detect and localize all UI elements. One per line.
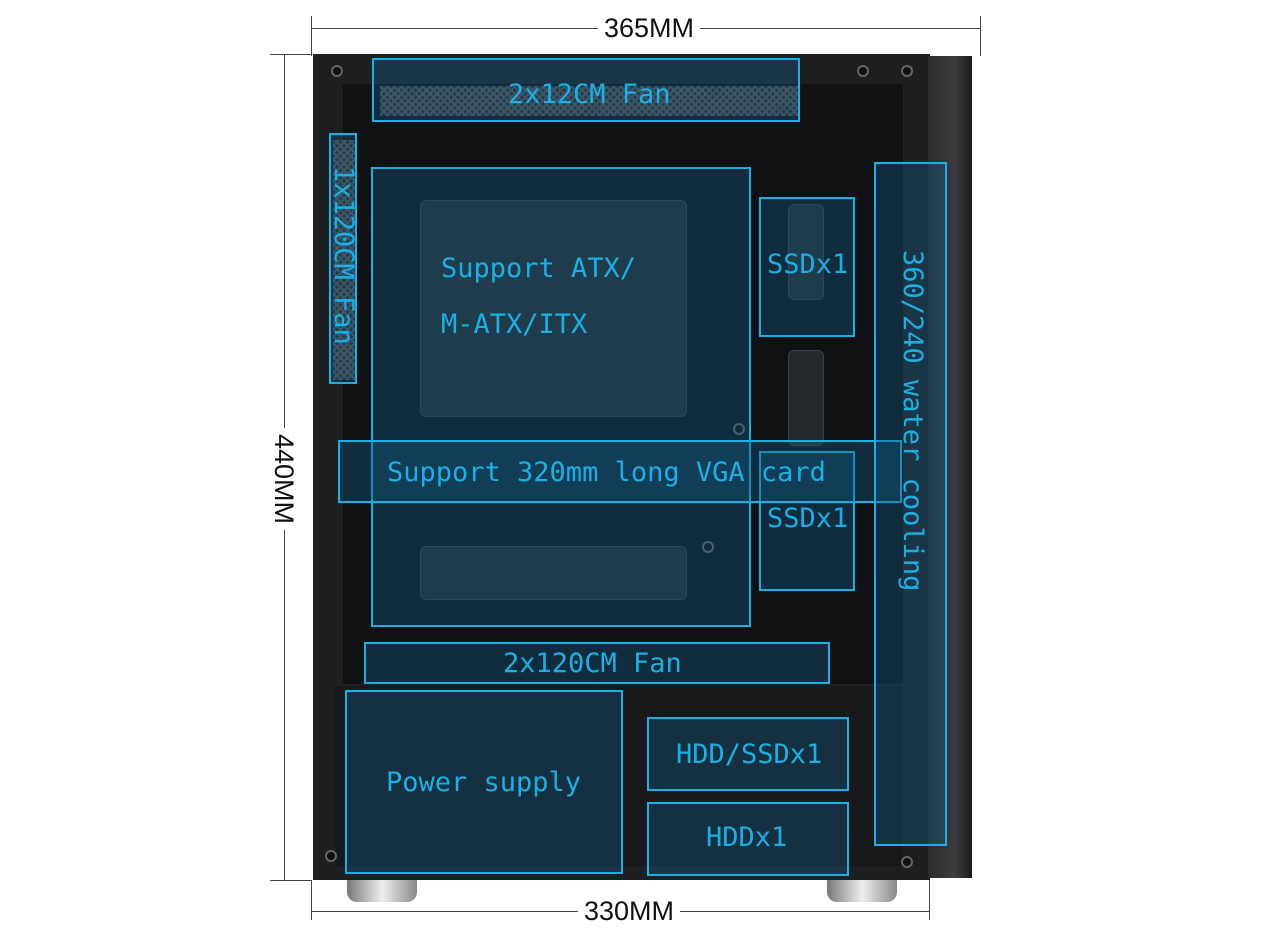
psu-shroud xyxy=(335,686,903,866)
screw-icon xyxy=(733,423,745,435)
lower-cutout xyxy=(420,546,687,600)
ssd-top-box xyxy=(759,197,855,337)
power-supply-box xyxy=(345,690,623,874)
hdd-ssd-box xyxy=(647,717,849,791)
power-supply-label: Power supply xyxy=(386,767,582,798)
motherboard-label-line1: Support ATX/ xyxy=(441,253,637,284)
case-foot-right xyxy=(827,880,897,902)
hdd-label: HDDx1 xyxy=(706,822,788,853)
motherboard-cutout xyxy=(420,200,687,417)
vga-label: Support 320mm long VGA card xyxy=(387,457,826,488)
dimension-side-label: 440MM xyxy=(267,428,301,531)
screw-icon xyxy=(901,65,913,77)
top-fan-box xyxy=(372,58,800,122)
top-mesh xyxy=(380,86,798,116)
hdd-box xyxy=(647,802,849,876)
side-fan-label: 1x120CM Fan xyxy=(328,166,359,345)
side-fan-box xyxy=(329,133,357,384)
ssd-top-label: SSDx1 xyxy=(767,249,849,280)
screw-icon xyxy=(857,65,869,77)
screw-icon xyxy=(331,65,343,77)
vga-box xyxy=(338,440,902,503)
top-fan-label: 2x12CM Fan xyxy=(508,79,671,110)
water-cooling-box xyxy=(874,162,947,846)
front-panel xyxy=(928,56,972,878)
side-mesh xyxy=(333,140,355,380)
ssd-mid-box xyxy=(759,451,855,591)
screw-icon xyxy=(702,541,714,553)
screw-icon xyxy=(901,856,913,868)
hdd-ssd-label: HDD/SSDx1 xyxy=(676,739,823,770)
water-cooling-label: 360/240 water cooling xyxy=(897,250,928,592)
screw-icon xyxy=(325,850,337,862)
dimension-bottom-label: 330MM xyxy=(578,896,681,926)
case-foot-left xyxy=(347,880,417,902)
dimension-top-label: 365MM xyxy=(598,13,701,43)
motherboard-label-line2: M-ATX/ITX xyxy=(441,309,588,340)
cable-cutout-1 xyxy=(788,204,824,300)
cable-cutout-2 xyxy=(788,350,824,446)
motherboard-box xyxy=(371,167,751,627)
bottom-fan-label: 2x120CM Fan xyxy=(503,648,682,679)
ssd-mid-label: SSDx1 xyxy=(767,503,849,534)
bottom-fan-box xyxy=(364,642,830,684)
